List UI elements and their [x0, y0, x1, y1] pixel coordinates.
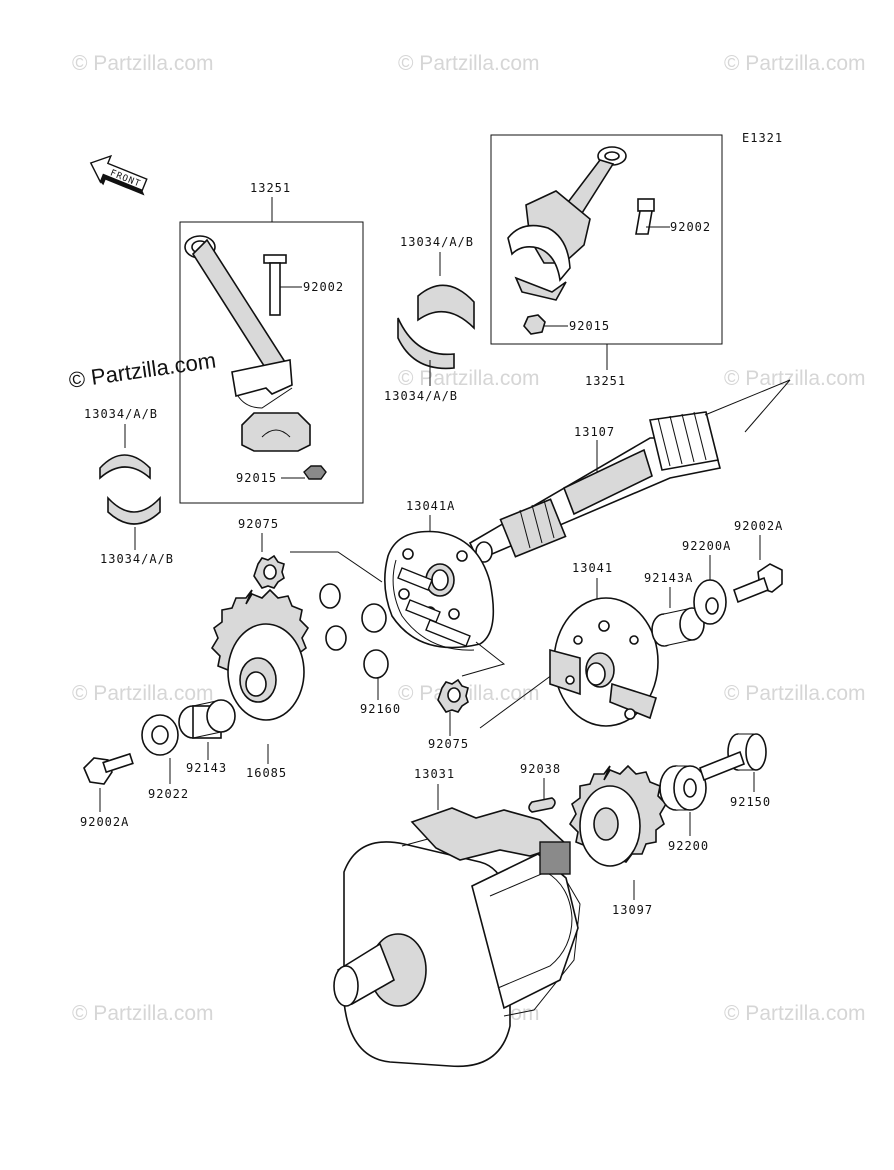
part-label: 13034/A/B: [100, 552, 174, 566]
part-label: 13034/A/B: [400, 235, 474, 249]
watermark: © Partzilla.com: [398, 52, 540, 75]
part-label: 92200: [668, 839, 709, 853]
part-label: 13034/A/B: [384, 389, 458, 403]
part-label: 92022: [148, 787, 189, 801]
part-label: 13097: [612, 903, 653, 917]
part-label: 13031: [414, 767, 455, 781]
bolt-92002A-right: [733, 563, 783, 604]
flange-13041: [549, 597, 659, 727]
bearing-shell-upper-left: [99, 454, 151, 480]
watermark: © Partzilla.com: [724, 682, 866, 705]
washer-92200: [659, 765, 707, 811]
part-label: 92002: [670, 220, 711, 234]
bolt-92150: [699, 733, 767, 782]
bearing-shell-lower-mid: [397, 317, 455, 370]
part-label: 92075: [238, 517, 279, 531]
part-label: 13107: [574, 425, 615, 439]
conrod-nut-right: [523, 314, 546, 335]
watermark: © Partzilla.com: [724, 1002, 866, 1025]
part-label: 16085: [246, 766, 287, 780]
part-label: 92150: [730, 795, 771, 809]
part-label: 13251: [250, 181, 291, 195]
watermark: © Partzilla.com: [72, 682, 214, 705]
part-label: 92002A: [734, 519, 783, 533]
part-label: 92143: [186, 761, 227, 775]
watermark: © Partzilla.com: [72, 52, 214, 75]
part-label: 13041: [572, 561, 613, 575]
watermark: © Partzilla.com: [724, 367, 866, 390]
small-gear-top: [253, 554, 285, 589]
conrod-nut-left: [303, 465, 327, 480]
part-label: 92160: [360, 702, 401, 716]
small-gear-bottom: [437, 678, 469, 713]
watermark: © Partzilla.com: [724, 52, 866, 75]
watermark: © Partzilla.com: [398, 682, 540, 705]
conrod-bolt-right: [635, 198, 655, 235]
connecting-rod-right: [507, 146, 627, 301]
shaft-13107: [468, 411, 721, 563]
part-label: 92002: [303, 280, 344, 294]
key-92038: [528, 797, 556, 813]
bolt-92002A-left: [83, 752, 134, 785]
bushings: [319, 583, 389, 679]
gear-16085: [210, 588, 310, 721]
bearing-shell-lower-left: [107, 495, 161, 525]
part-label: 92015: [236, 471, 277, 485]
part-label: 92075: [428, 737, 469, 751]
connecting-rod-left: [184, 235, 293, 409]
part-label: 92015: [569, 319, 610, 333]
watermark: © Partzilla.com: [72, 1002, 214, 1025]
washer-92022: [141, 714, 179, 756]
watermark-dark: © Partzilla.com: [67, 348, 217, 393]
part-label: 92002A: [80, 815, 129, 829]
part-label: 13034/A/B: [84, 407, 158, 421]
part-label: 92200A: [682, 539, 731, 553]
part-label: 13251: [585, 374, 626, 388]
gear-13097: [568, 764, 668, 867]
part-label: 92038: [520, 762, 561, 776]
part-label: 13041A: [406, 499, 455, 513]
sleeve-92143: [178, 699, 236, 739]
watermark: © Partzilla.com: [398, 367, 540, 390]
drawing-id: E1321: [742, 131, 783, 145]
crankshaft-13031: [333, 807, 581, 1068]
front-arrow-icon: FRONT: [89, 154, 148, 196]
conrod-bolt-left: [263, 254, 287, 316]
washer-92200A: [693, 579, 727, 625]
bearing-shell-upper-mid: [417, 284, 475, 330]
carrier-13041A: [384, 530, 495, 651]
part-label: 92143A: [644, 571, 693, 585]
pins: [397, 567, 471, 647]
conrod-cap-left: [241, 412, 311, 452]
